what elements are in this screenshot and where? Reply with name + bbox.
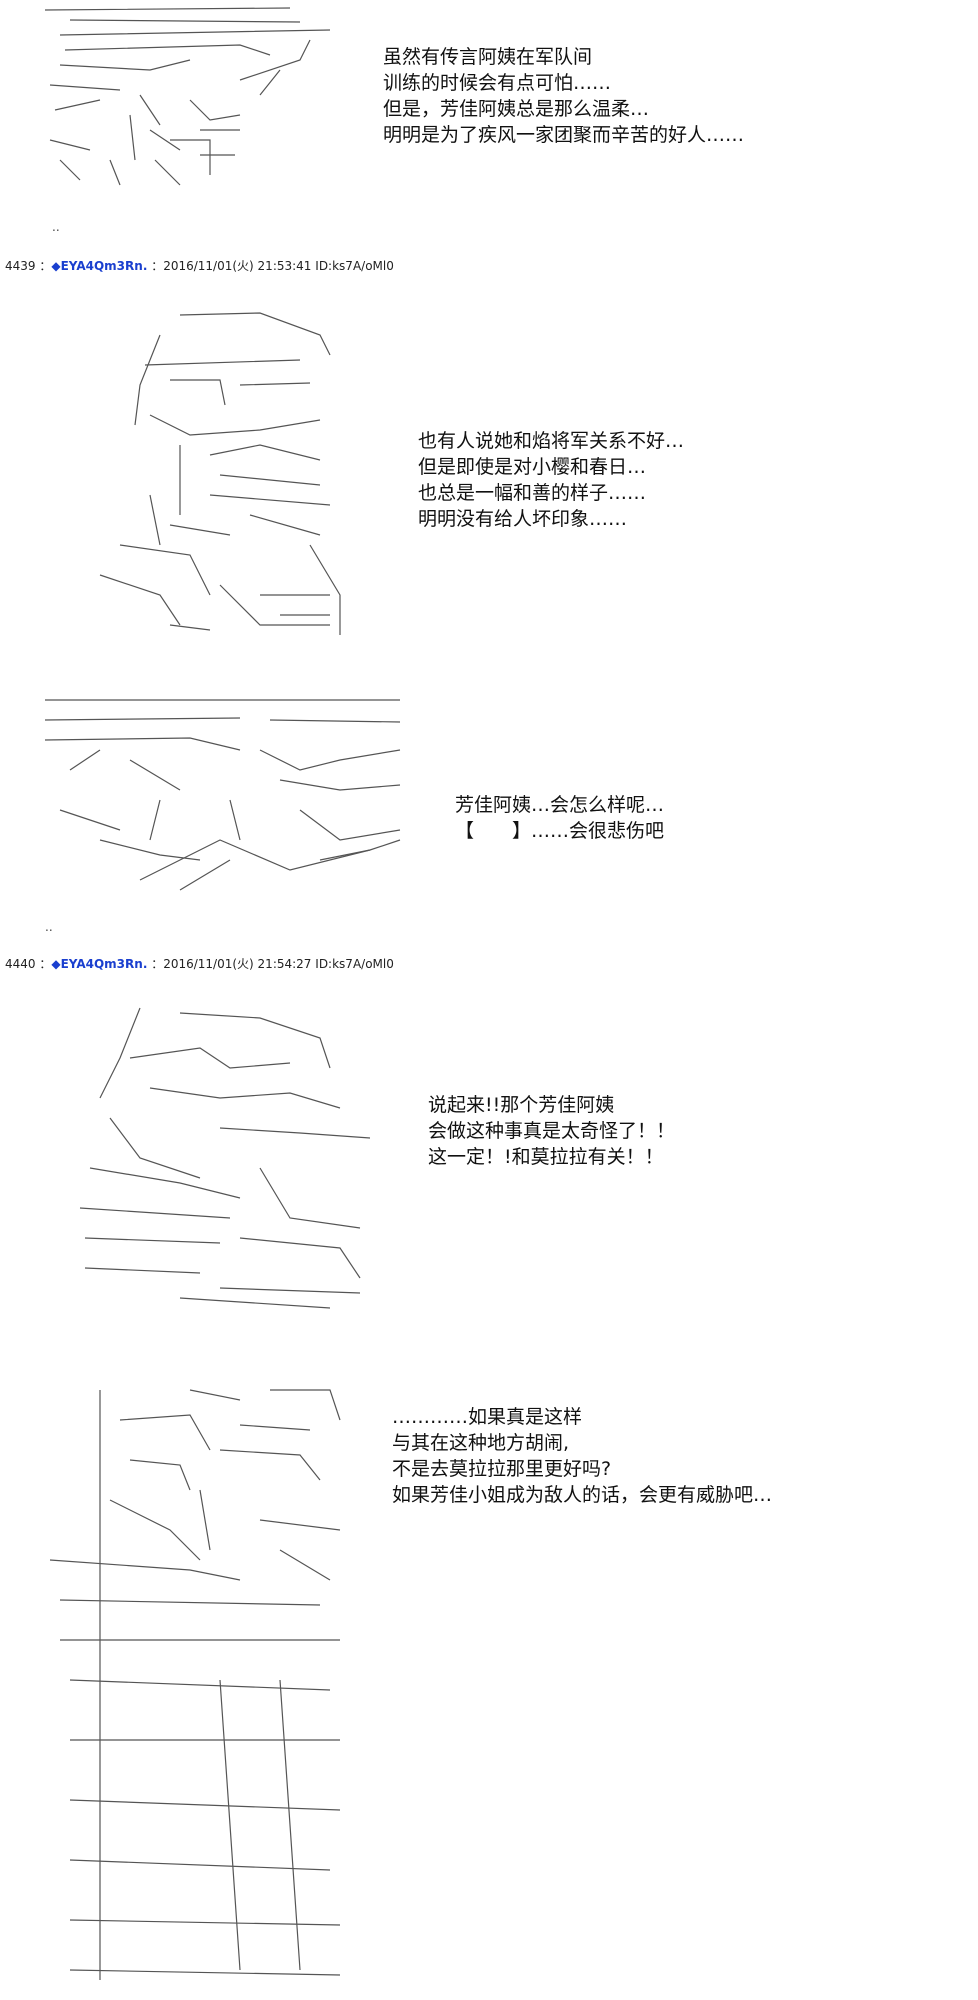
dialogue-line: 明明是为了疾风一家团聚而辛苦的好人…… xyxy=(383,124,745,146)
dialogue-panel-5: …………如果真是这样 与其在这种地方胡闹, 不是去莫拉拉那里更好吗? 如果芳佳小… xyxy=(392,1404,772,1508)
dialogue-line: 如果芳佳小姐成为敌人的话，会更有威胁吧… xyxy=(392,1484,773,1506)
post-header: 4439 ：◆EYA4Qm3Rn. ：2016/11/01(火) 21:53:4… xyxy=(5,259,394,273)
dialogue-line: 芳佳阿姨…会怎么样呢… xyxy=(455,794,665,816)
dialogue-line: 但是，芳佳阿姨总是那么温柔… xyxy=(383,98,650,120)
post-id: ID:ks7A/oMl0 xyxy=(315,259,394,273)
dialogue-line: …………如果真是这样 xyxy=(392,1406,583,1428)
ascii-art-panel-3 xyxy=(40,690,410,895)
dialogue-line: 会做这种事真是太奇怪了！！ xyxy=(428,1120,676,1142)
dialogue-panel-3: 芳佳阿姨…会怎么样呢… 【 】……会很悲伤吧 xyxy=(455,792,664,844)
dialogue-panel-1: 虽然有传言阿姨在军队间 训练的时候会有点可怕…… 但是，芳佳阿姨总是那么温柔… … xyxy=(383,44,744,148)
post-timestamp: 2016/11/01(火) 21:53:41 xyxy=(163,259,312,273)
dialogue-line: 与其在这种地方胡闹, xyxy=(392,1432,570,1454)
dialogue-line: 这一定！!和莫拉拉有关！！ xyxy=(428,1146,664,1168)
dialogue-panel-4: 说起来!!那个芳佳阿姨 会做这种事真是太奇怪了！！ 这一定！!和莫拉拉有关！！ xyxy=(428,1092,675,1170)
post-trip[interactable]: ◆EYA4Qm3Rn. xyxy=(51,957,148,971)
post-trip[interactable]: ◆EYA4Qm3Rn. xyxy=(51,259,148,273)
post-number: 4440 xyxy=(5,957,36,971)
dialogue-line: 训练的时候会有点可怕…… xyxy=(383,72,612,94)
ascii-art-panel-2 xyxy=(60,295,360,645)
dialogue-line: 虽然有传言阿姨在军队间 xyxy=(383,46,593,68)
dialogue-line: 但是即使是对小樱和春日… xyxy=(418,456,647,478)
dialogue-line: 【 】……会很悲伤吧 xyxy=(455,820,665,842)
post-timestamp: 2016/11/01(火) 21:54:27 xyxy=(163,957,312,971)
post-id: ID:ks7A/oMl0 xyxy=(315,957,394,971)
dialogue-line: 说起来!!那个芳佳阿姨 xyxy=(428,1094,615,1116)
ascii-art-panel-1 xyxy=(40,0,340,195)
post-header: 4440 ：◆EYA4Qm3Rn. ：2016/11/01(火) 21:54:2… xyxy=(5,957,394,971)
separator-mark: .. xyxy=(45,920,53,934)
dialogue-line: 明明没有给人坏印象…… xyxy=(418,508,628,530)
dialogue-line: 也总是一幅和善的样子…… xyxy=(418,482,647,504)
dialogue-line: 也有人说她和焰将军关系不好… xyxy=(418,430,685,452)
ascii-art-panel-5 xyxy=(40,1380,360,1990)
dialogue-panel-2: 也有人说她和焰将军关系不好… 但是即使是对小樱和春日… 也总是一幅和善的样子……… xyxy=(418,428,684,532)
ascii-art-panel-4 xyxy=(60,998,390,1313)
separator-mark: .. xyxy=(52,220,60,234)
dialogue-line: 不是去莫拉拉那里更好吗? xyxy=(392,1458,612,1480)
post-number: 4439 xyxy=(5,259,36,273)
